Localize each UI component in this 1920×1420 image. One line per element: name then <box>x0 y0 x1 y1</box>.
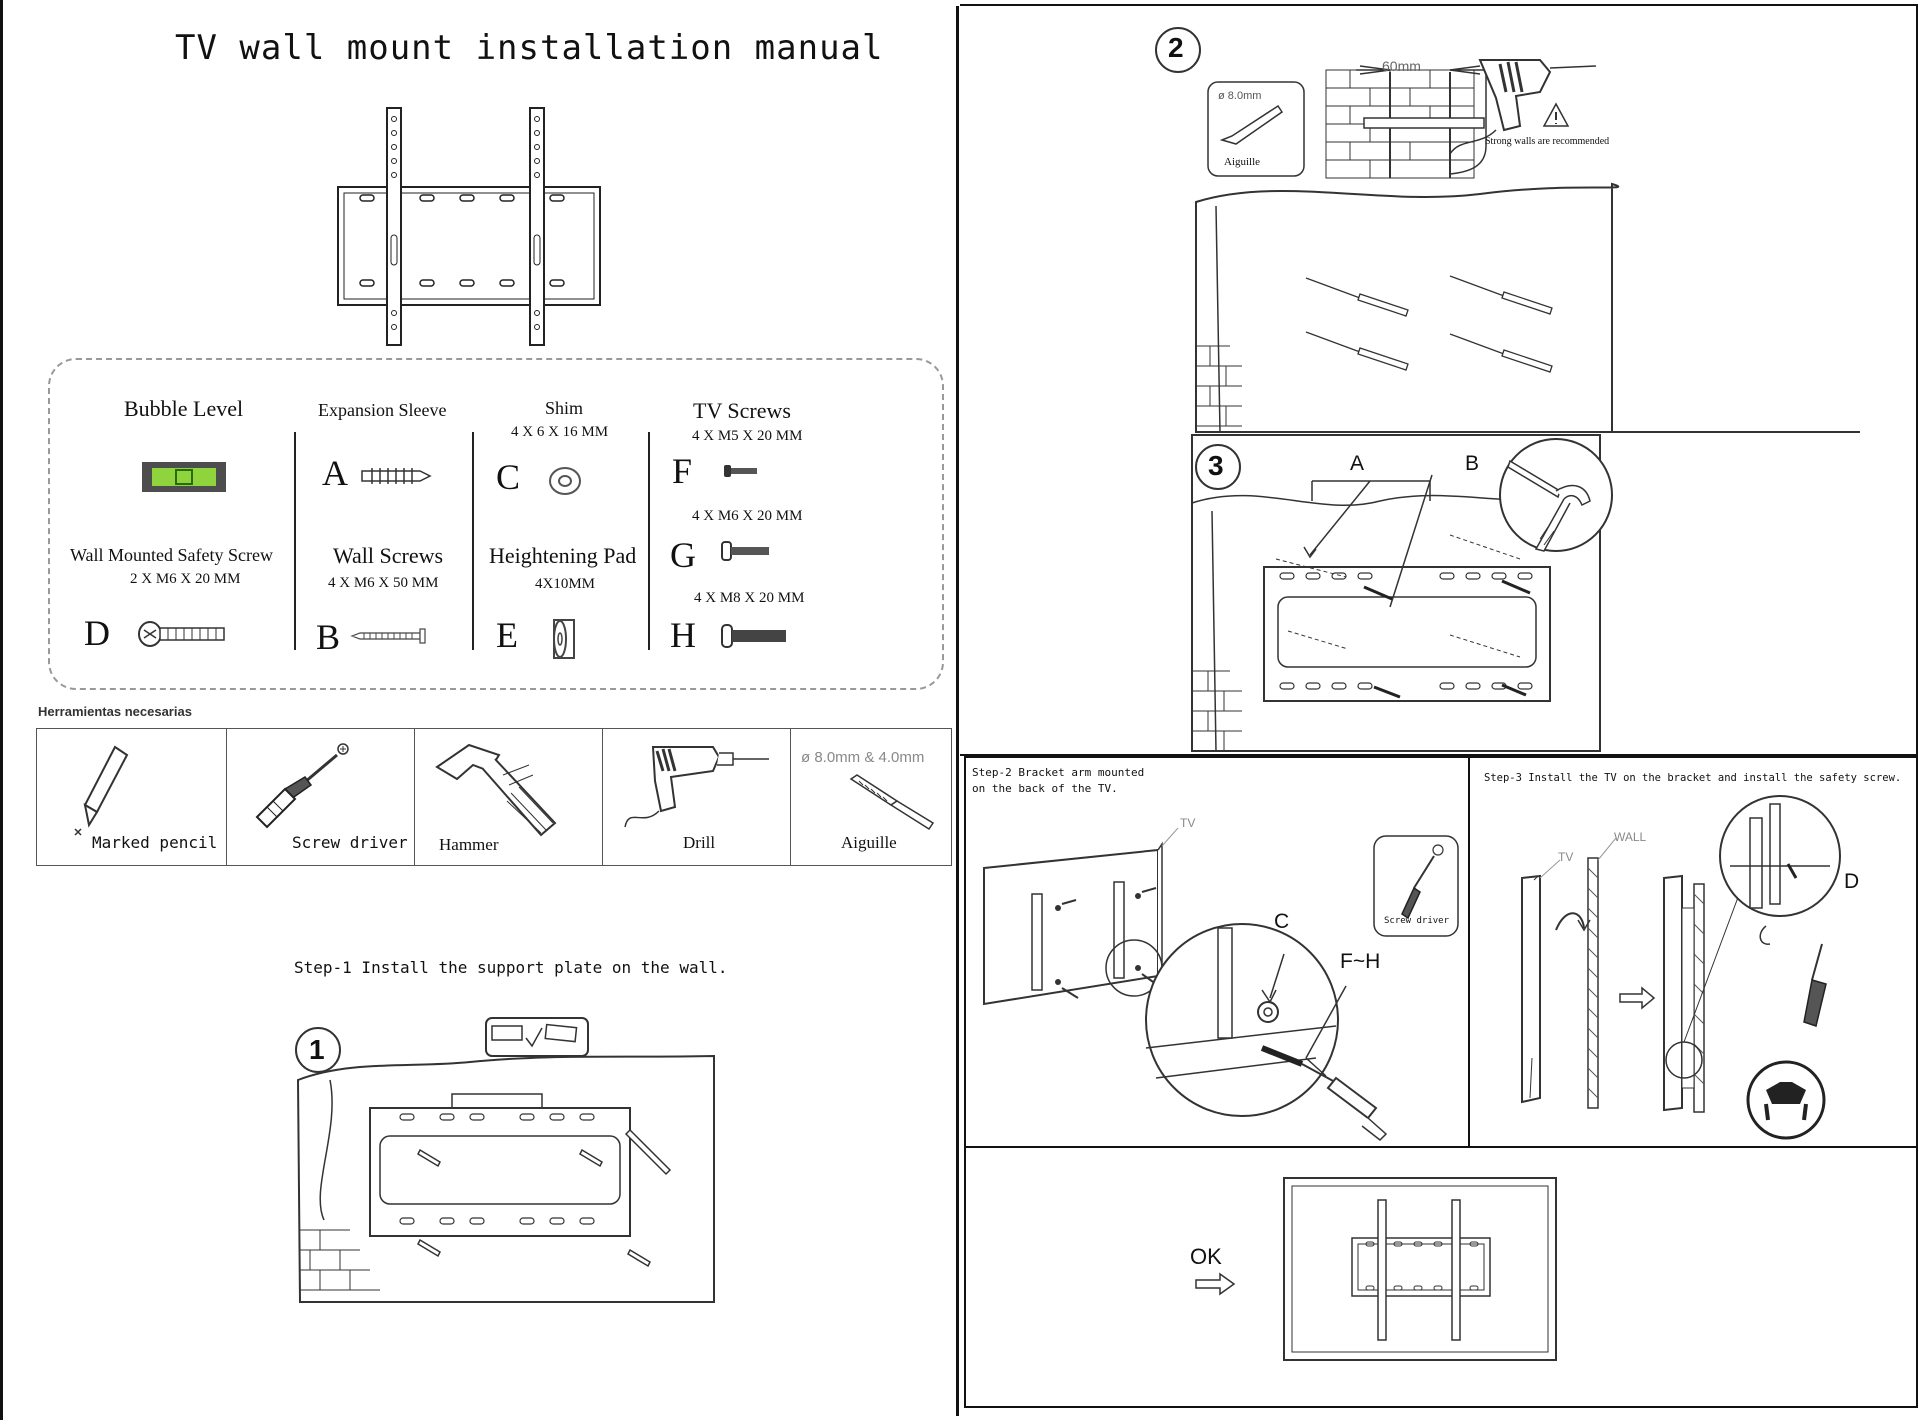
bracket-step-panel: Step-2 Bracket arm mounted on the back o… <box>964 756 1470 1148</box>
part-letter-a: A <box>322 453 348 493</box>
tv-screw-g-icon <box>721 541 769 561</box>
tool-cell-pencil: Marked pencil <box>37 729 227 865</box>
tool-cell-drill: Drill <box>603 729 791 865</box>
wall-screws-label: Wall Screws <box>333 543 444 568</box>
part-letter-h: H <box>670 615 696 655</box>
drill-bit-icon <box>849 774 935 831</box>
safety-screw-size: 2 X M6 X 20 MM <box>130 571 241 587</box>
step2-number: 2 <box>1168 32 1184 63</box>
shim-label: Shim <box>545 398 584 418</box>
bracket-on-tv-illustration <box>983 827 1459 1141</box>
tool-cell-screwdriver: Screw driver <box>227 729 415 865</box>
step2-3-panel: 2 60mm ø 8.0mm Aiguille Strong walls are… <box>960 4 1918 756</box>
step2-dimension: 60mm <box>1382 58 1421 74</box>
tool-label-screwdriver: Screw driver <box>292 833 408 852</box>
bracket-step-label-c: C <box>1274 910 1290 933</box>
heightening-pad-label: Heightening Pad <box>489 543 637 568</box>
bracket-step-caption-line1: Step-2 Bracket arm mounted <box>972 766 1145 779</box>
expansion-sleeve-label: Expansion Sleeve <box>318 400 447 420</box>
screwdriver-icon <box>255 743 349 829</box>
part-letter-b: B <box>316 617 341 657</box>
install-step-tv-label: TV <box>1558 850 1574 864</box>
part-letter-c: C <box>496 457 521 497</box>
step1-number: 1 <box>309 1034 325 1065</box>
bracket-step-caption-line2: on the back of the TV. <box>972 782 1118 795</box>
wall-screw-icon <box>350 628 426 644</box>
step1-caption: Step-1 Install the support plate on the … <box>294 958 728 977</box>
part-letter-f: F <box>672 451 693 491</box>
tv-screw-h-icon <box>721 624 786 648</box>
wall-screws-size: 4 X M6 X 50 MM <box>328 575 439 591</box>
bubble-level-icon <box>142 462 226 492</box>
tool-cell-hammer: Hammer <box>415 729 603 865</box>
tool-label-aiguille: Aiguille <box>841 833 897 852</box>
tv-screw-h-size: 4 X M8 X 20 MM <box>694 590 805 606</box>
safety-screw-icon <box>138 621 225 647</box>
part-letter-g: G <box>670 535 696 575</box>
left-page: TV wall mount installation manual Bubble… <box>0 0 959 1420</box>
tool-label-drill: Drill <box>683 833 716 852</box>
page-title: TV wall mount installation manual <box>175 28 884 68</box>
bubble-level-label: Bubble Level <box>124 396 244 421</box>
tv-screw-f-icon <box>724 465 757 477</box>
bracket-step-label-fh: F~H <box>1340 950 1381 973</box>
tv-screws-label: TV Screws <box>693 398 791 423</box>
safety-screw-label: Wall Mounted Safety Screw <box>70 545 274 565</box>
tools-heading: Herramientas necesarias <box>38 704 192 719</box>
heightening-pad-icon <box>553 619 575 659</box>
bracket-step-tv-label: TV <box>1180 816 1196 830</box>
expansion-sleeve-icon <box>361 468 432 484</box>
tools-strip: Marked pencil Screw driver Hammer <box>36 728 952 866</box>
step3-label-a: A <box>1350 452 1365 475</box>
bit-sizes-label: ø 8.0mm & 4.0mm <box>801 749 925 766</box>
wall-mount-bracket-illustration <box>337 107 601 346</box>
step3-illustration <box>1191 434 1613 752</box>
tv-screw-g-size: 4 X M6 X 20 MM <box>692 508 803 524</box>
shim-size: 4 X 6 X 16 MM <box>511 424 609 440</box>
hammer-icon <box>435 743 557 837</box>
parts-list-box <box>48 358 944 690</box>
tool-cell-aiguille: ø 8.0mm & 4.0mm Aiguille <box>791 729 951 865</box>
tool-label-pencil: Marked pencil <box>92 833 218 852</box>
step3-number: 3 <box>1208 450 1224 481</box>
pencil-icon <box>74 745 129 836</box>
step2-bit-label: Aiguille <box>1224 156 1261 168</box>
step1-illustration <box>295 1017 715 1303</box>
step3-label-b: B <box>1465 452 1480 475</box>
heightening-pad-size: 4X10MM <box>535 576 596 592</box>
bracket-step-tool-label: Screw driver <box>1384 916 1450 926</box>
tv-screw-f-size: 4 X M5 X 20 MM <box>692 428 803 444</box>
final-ok-label: OK <box>1190 1244 1222 1269</box>
step2-warning: Strong walls are recommended <box>1485 136 1610 147</box>
shim-washer-icon <box>549 467 581 495</box>
drill-icon <box>624 746 769 828</box>
install-tv-step-panel: Step-3 Install the TV on the bracket and… <box>1468 756 1918 1148</box>
install-step-caption: Step-3 Install the TV on the bracket and… <box>1484 772 1902 784</box>
part-letter-e: E <box>496 615 518 655</box>
install-step-label-d: D <box>1844 870 1860 893</box>
install-tv-illustration <box>1521 795 1841 1140</box>
final-result-illustration <box>1195 1177 1557 1361</box>
install-step-wall-label: WALL <box>1614 830 1647 844</box>
final-result-panel: OK <box>964 1146 1918 1408</box>
step2-illustration <box>1155 27 1860 433</box>
tool-label-hammer: Hammer <box>439 835 499 854</box>
part-letter-d: D <box>84 613 110 653</box>
step2-bit-size: ø 8.0mm <box>1218 90 1262 102</box>
